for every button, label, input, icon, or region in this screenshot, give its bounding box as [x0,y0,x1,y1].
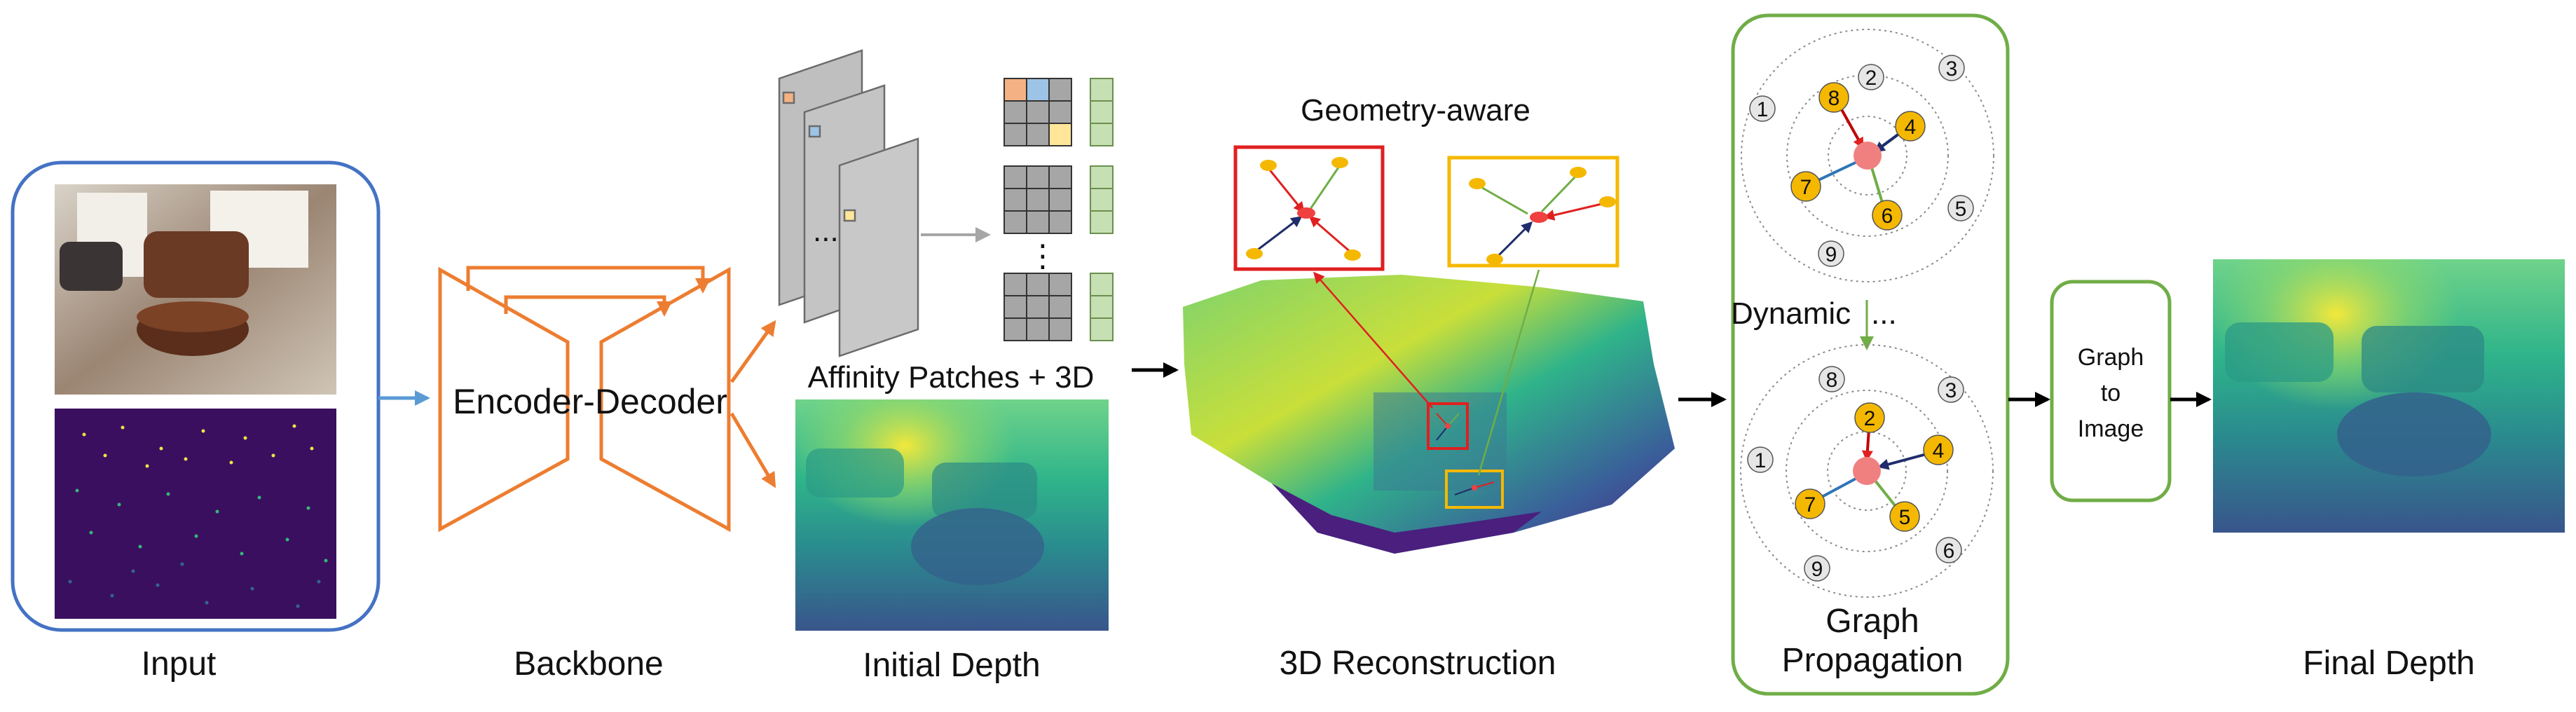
graph-bottom-node-2: 2 [1854,402,1885,433]
graph-bottom-node-8: 8 [1818,366,1845,392]
svg-text:4: 4 [1905,116,1917,139]
graph-top-node-5: 5 [1947,195,1974,221]
svg-text:5: 5 [1899,506,1911,529]
geometry-aware-label: Geometry-aware [1301,93,1530,128]
patches-vertical-ellipsis: ⋮ [1027,239,1058,273]
stage-label-3d-reconstruction: 3D Reconstruction [1280,645,1556,682]
graph-top-node-7: 7 [1790,171,1821,202]
cloud-highlight-yellow [1445,470,1504,509]
graph-top-node-9: 9 [1818,240,1844,267]
encoder-decoder-shape [438,266,731,533]
dynamic-ellipsis: ... [1871,296,1897,331]
red-example-graph [1246,157,1361,261]
cloud-red-mini-graph [1436,413,1460,441]
graph-bottom-nodes: 1 2 3 4 5 6 7 8 9 [1747,366,1964,582]
graph-top-center-node [1854,142,1882,170]
graph-bottom-node-6: 6 [1936,537,1962,563]
cloud-highlight-red [1427,402,1469,450]
graph-top-node-1: 1 [1749,95,1776,122]
graph-bottom-rings [1740,344,1994,598]
svg-text:9: 9 [1825,243,1837,266]
svg-text:5: 5 [1955,198,1967,221]
graph-to-image-line1: Graph [2078,344,2144,371]
final-depth-map [2213,259,2565,533]
graph-bottom-node-3: 3 [1938,376,1964,403]
graph-top-node-8: 8 [1818,82,1849,113]
stage-label-backbone: Backbone [514,645,664,683]
graph-top-rings [1741,29,1994,282]
yellow-leader-line [1477,269,1540,476]
svg-text:1: 1 [1755,449,1767,472]
affinity-feature-stack [778,49,919,357]
graph-top-nodes: 1 2 3 4 5 6 7 8 9 [1749,55,1974,267]
graph-bottom-node-4: 4 [1923,434,1954,465]
dynamic-label: Dynamic [1731,296,1851,331]
stage-label-final-depth: Final Depth [2303,645,2474,682]
graph-to-image-line3: Image [2078,416,2144,442]
stage-label-input: Input [142,645,217,683]
red-leader-line [1313,271,1433,409]
stage-label-propagation: Propagation [1782,642,1964,679]
geometry-columns [1090,78,1114,341]
graph-propagation-box [1731,13,2010,696]
graph-bottom-node-1: 1 [1747,446,1774,473]
graph-to-image-line2: to [2101,380,2121,406]
svg-text:6: 6 [1882,205,1893,228]
initial-depth-map [795,399,1109,631]
svg-text:2: 2 [1865,67,1877,90]
svg-text:6: 6 [1943,540,1955,563]
stack-ellipsis: ... [813,214,839,248]
stage-label-graph: Graph [1825,603,1919,640]
backbone-to-depth-arrow [729,412,776,488]
svg-text:3: 3 [1946,57,1958,81]
affinity-patch-2 [1003,165,1072,234]
graph-to-image-box [2050,280,2172,502]
svg-text:9: 9 [1811,558,1823,581]
affinity-label: Affinity Patches + 3D [808,360,1095,395]
svg-text:2: 2 [1864,407,1876,430]
backbone-to-affinity-arrow [729,320,776,383]
graph-top-node-4: 4 [1895,111,1926,142]
affinity-patch-3 [1003,273,1072,341]
svg-text:8: 8 [1828,87,1840,110]
graph-top-node-6: 6 [1872,200,1903,231]
affinity-patch-1 [1003,78,1072,146]
rgb-input-image [55,184,336,395]
graph-bottom-center-node [1853,457,1881,485]
graph-top-node-3: 3 [1938,55,1965,81]
sparse-depth-input [55,409,336,619]
graph-top-node-2: 2 [1858,64,1884,90]
svg-text:7: 7 [1804,493,1816,516]
svg-text:8: 8 [1826,369,1838,392]
yellow-example-graph [1469,167,1616,265]
svg-text:7: 7 [1800,176,1812,199]
graph-bottom-node-5: 5 [1889,501,1920,532]
geometry-example-yellow [1447,156,1619,268]
cloud-yellow-mini-graph [1454,481,1495,495]
svg-text:1: 1 [1757,98,1769,121]
graph-bottom-node-7: 7 [1795,488,1825,519]
svg-text:4: 4 [1933,439,1945,463]
encoder-decoder-label: Encoder-Decoder [453,382,727,421]
stage-label-initial-depth: Initial Depth [863,647,1040,684]
graph-bottom-node-9: 9 [1804,555,1830,582]
svg-text:3: 3 [1945,379,1957,402]
